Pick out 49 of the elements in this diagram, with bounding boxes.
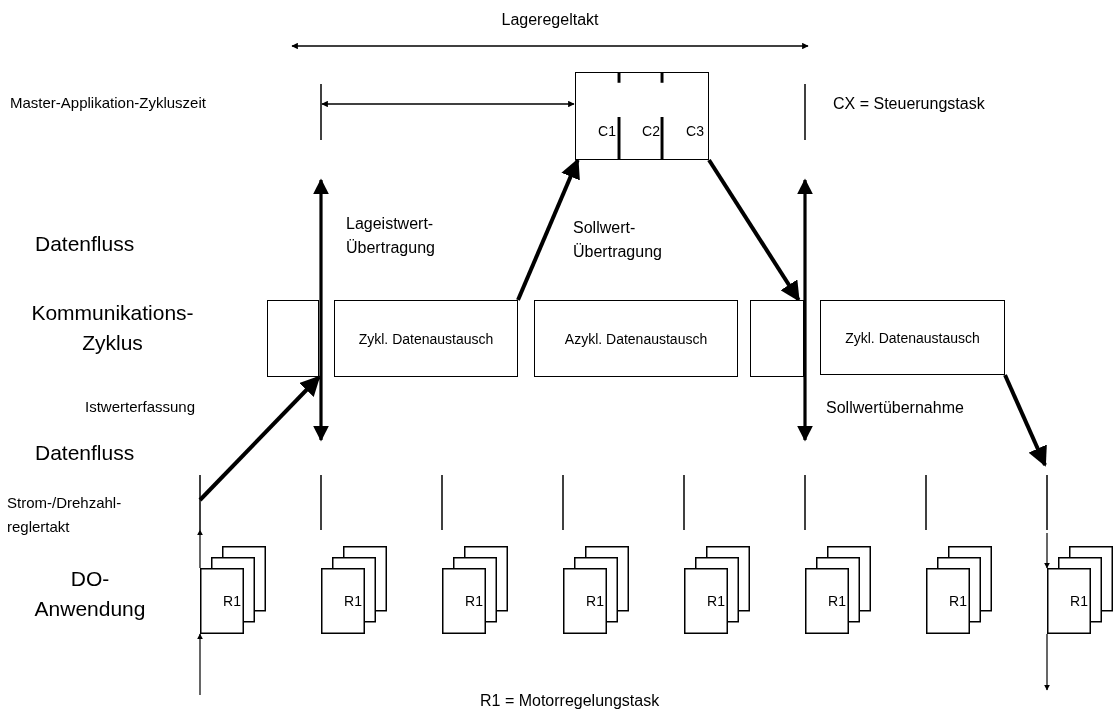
task-label: R1 [222,592,242,611]
arrow [1044,532,1050,569]
empty-box [267,300,319,377]
task-label: R1 [585,592,605,611]
text-label: DO- Anwendung [33,566,147,622]
process-box [820,300,1005,375]
task-stack [321,546,387,634]
text-label: Datenfluss [35,440,135,465]
text-label: CX = Steuerungstask [833,94,985,113]
box-label: Azykl. Datenaustausch [564,329,708,348]
task-label: R1 [827,592,847,611]
text-label: Strom-/Drehzahl- reglertakt [7,493,123,537]
box-label: Zykl. Datenaustausch [845,328,980,347]
box-label: Zykl. Datenaustausch [358,329,494,348]
text-label: Istwerterfassung [85,398,196,416]
text-label: Datenfluss [35,231,135,256]
arrow [197,633,203,696]
task-stack [563,546,629,634]
arrow [197,529,203,569]
empty-box [750,300,804,377]
task-label: C2 [641,123,661,139]
task-label: R1 [1069,592,1089,611]
task-stack [805,546,871,634]
process-box [334,300,518,377]
process-box [534,300,738,377]
task-label: C3 [685,123,705,139]
task-stack [926,546,992,634]
text-label: Lageregeltakt [500,10,600,29]
text-label: Lageistwert- Übertragung [346,214,436,258]
text-label: Master-Applikation-Zykluszeit [10,94,206,112]
text-label: R1 = Motorregelungstask [480,691,660,710]
task-stack [442,546,508,634]
task-label: C1 [597,123,617,139]
task-stack [200,546,266,634]
task-box [575,72,709,160]
task-stack [1047,546,1113,634]
task-label: R1 [948,592,968,611]
arrow [1044,633,1050,691]
text-label: Kommunikations- Zyklus [30,300,195,356]
arrow [516,158,580,301]
text-label: Sollwert- Übertragung [573,218,663,262]
task-label: R1 [706,592,726,611]
arrow [198,375,321,502]
arrow [707,158,801,302]
task-stack [684,546,750,634]
arrow [1003,374,1047,467]
task-label: R1 [464,592,484,611]
task-label: R1 [343,592,363,611]
text-label: Sollwertübernahme [826,398,964,417]
